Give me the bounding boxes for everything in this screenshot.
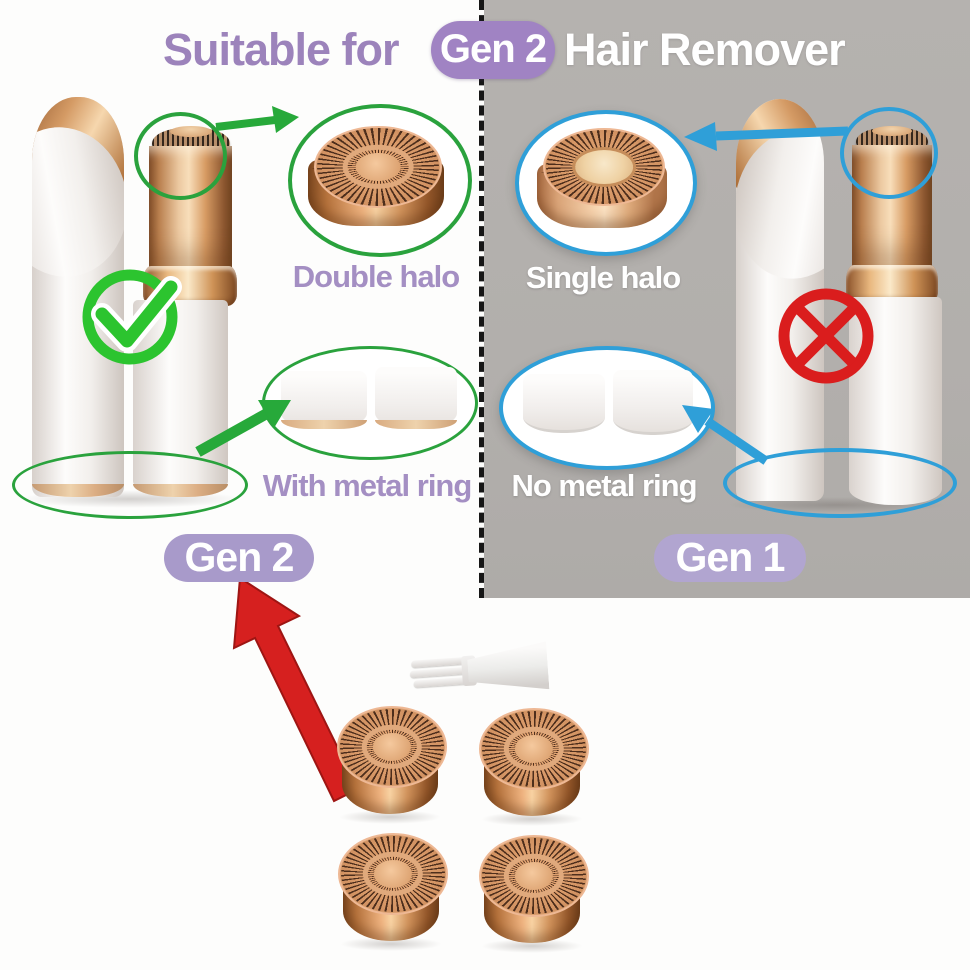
no-metal-ring-zoom-bubble: [499, 346, 715, 470]
green-arrow-head-zoom: [215, 106, 299, 133]
replacement-head-3: [338, 833, 448, 951]
cleaning-brush: [408, 641, 551, 701]
base-piece-no-ring: [613, 370, 693, 435]
metal-ring-detail: [375, 420, 457, 429]
title-gen2-badge: Gen 2: [431, 21, 555, 79]
panel-divider-dashed-line: [479, 0, 484, 598]
gen1-badge: Gen 1: [654, 534, 806, 582]
double-halo-zoom-bubble: [288, 104, 472, 257]
base-piece-with-ring: [375, 367, 457, 429]
replacement-head-2: [479, 708, 589, 826]
gen2-badge: Gen 2: [164, 534, 314, 582]
gen2-device-cap: [32, 97, 124, 497]
base-piece-no-ring: [523, 374, 605, 433]
base-piece-with-ring: [281, 371, 367, 429]
metal-ring-zoom-bubble: [262, 346, 478, 460]
title-prefix: Suitable for: [163, 24, 400, 75]
single-halo-head-face: [543, 128, 665, 206]
gen1-device-cap: [736, 99, 824, 501]
metal-ring-detail: [281, 420, 367, 429]
single-halo-zoom-bubble: [515, 110, 697, 256]
no-metal-ring-label: No metal ring: [511, 468, 697, 503]
gen2-base-highlight-ellipse: [12, 451, 248, 519]
title-suffix: Hair Remover: [564, 24, 846, 75]
replacement-head-4: [479, 835, 589, 953]
gen1-head-highlight-circle: [840, 107, 938, 199]
single-halo-label: Single halo: [525, 260, 681, 295]
gen1-base-highlight-ellipse: [723, 448, 957, 518]
brush-handle: [466, 641, 549, 694]
gen2-head-highlight-circle: [134, 112, 227, 200]
replacement-head-1: [337, 706, 447, 824]
double-halo-head-face: [314, 126, 442, 208]
double-halo-label: Double halo: [292, 259, 460, 294]
with-metal-ring-label: With metal ring: [262, 468, 473, 503]
